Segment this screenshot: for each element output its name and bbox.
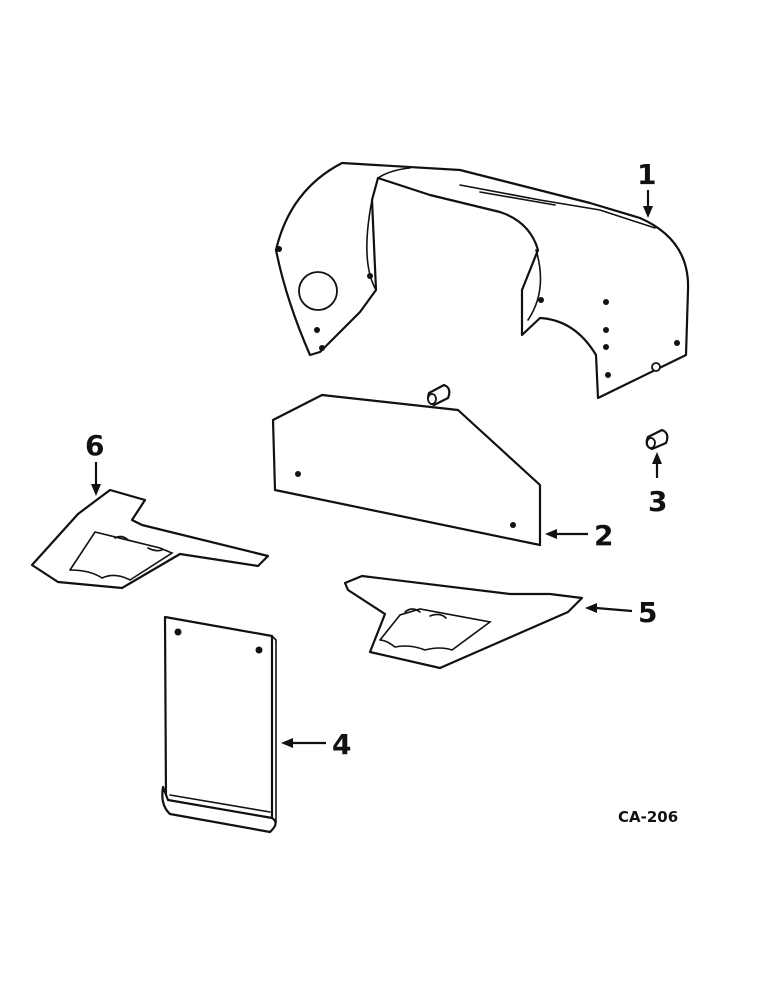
leader-4 xyxy=(281,738,326,748)
part-3-pin-a xyxy=(427,383,451,407)
leader-1 xyxy=(643,190,653,218)
leader-3 xyxy=(652,452,662,478)
part-6-floor-plate xyxy=(30,488,270,590)
leader-6 xyxy=(91,462,101,496)
part-4-apron xyxy=(161,615,277,834)
part-1-shroud xyxy=(274,161,690,400)
leader-5 xyxy=(585,603,633,613)
callout-5: 5 xyxy=(638,596,657,629)
leader-2 xyxy=(545,529,588,539)
callout-2: 2 xyxy=(594,519,613,552)
diagram-code: CA-206 xyxy=(618,808,678,826)
callout-1: 1 xyxy=(637,158,656,191)
part-2-panel xyxy=(271,393,542,547)
part-5-floor-plate xyxy=(343,574,584,670)
callout-3: 3 xyxy=(648,485,667,518)
part-3-pin-b xyxy=(645,428,669,451)
callout-6: 6 xyxy=(85,429,104,462)
callout-4: 4 xyxy=(332,728,351,761)
